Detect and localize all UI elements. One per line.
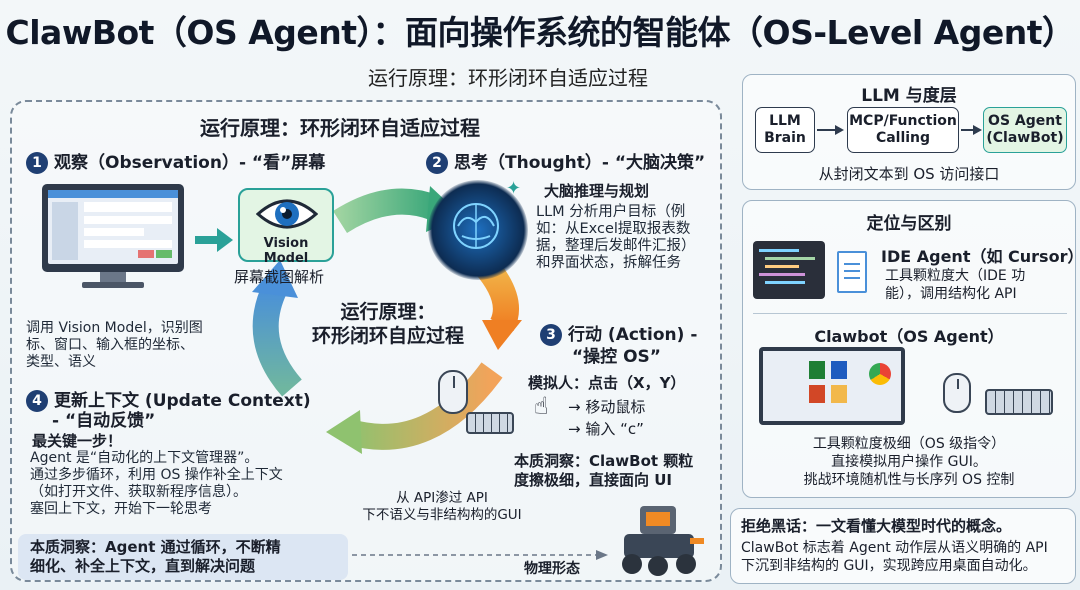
- llm-panel-caption: 从封闭文本到 OS 访问接口: [743, 163, 1075, 184]
- step2-title: 2 思考（Thought）- “大脑决策”: [426, 148, 705, 174]
- os-agent-line: (ClawBot): [986, 130, 1063, 147]
- llm-panel-title: LLM 与度层: [743, 81, 1075, 106]
- jargon-description: ClawBot 标志着 Agent 动作层从语义明确的 API 下沉到非结构的 …: [741, 539, 1048, 575]
- step4-desc-line: Agent 是“自动化的上下文管理器”。: [30, 450, 283, 467]
- api-note-line: 从 API渗过 API: [362, 490, 522, 507]
- insight-box: 本质洞察：Agent 通过循环，不断精 细化、补全上下文，直到解决问题: [18, 534, 348, 580]
- mcp-line: MCP/Function: [849, 113, 957, 130]
- api-note-line: 下不语义与非结构构的GUI: [362, 507, 522, 524]
- step2-desc-line: 和界面状态，拆解任务: [536, 255, 696, 272]
- page-title: ClawBot（OS Agent）：面向操作系统的智能体（OS-Level Ag…: [0, 6, 1080, 54]
- ide-agent-title: IDE Agent（如 Cursor）: [881, 243, 1080, 267]
- cycle-frame-title: 运行原理：环形闭环自适应过程: [200, 112, 480, 141]
- center-title-line1: 运行原理：: [308, 300, 468, 324]
- step3-number: 3: [540, 324, 562, 346]
- ide-agent-description: 工具颗粒度大（IDE 功 能），调用结构化 API: [885, 267, 1025, 303]
- os-agent-box: OS Agent(ClawBot): [983, 107, 1067, 153]
- center-title-line2: 环形闭环自应过程: [308, 324, 468, 348]
- llm-brain-line: Brain: [764, 130, 806, 147]
- clawbot-description: 工具颗粒度极细（OS 级指令） 直接模拟用户操作 GUI。 挑战环境随机性与长序…: [743, 435, 1075, 489]
- step2-number: 2: [426, 152, 448, 174]
- jargon-desc-line: 下沉到非结构的 GUI，实现跨应用桌面自动化。: [741, 557, 1048, 575]
- keyboard-icon: [985, 389, 1053, 415]
- position-panel-title: 定位与区别: [743, 209, 1075, 234]
- step3-move: → 移动鼠标: [568, 396, 645, 417]
- step1-caption: 屏幕截图解析: [234, 266, 324, 287]
- page-subtitle: 运行原理：环形闭环自适应过程: [368, 62, 648, 91]
- claw-desc-line: 挑战环境随机性与长序列 OS 控制: [743, 471, 1075, 489]
- step3-simulate: 模拟人：点击（X，Y）: [528, 372, 685, 393]
- mcp-line: Calling: [849, 130, 957, 147]
- keyboard-icon: [466, 412, 514, 434]
- vision-model-label: Vision Model: [240, 236, 332, 266]
- step1-number: 1: [26, 152, 48, 174]
- vision-model-box: Vision Model: [238, 188, 334, 262]
- arrow-observe-to-think: [340, 202, 435, 222]
- mouse-icon: [943, 373, 971, 413]
- step4-key: 最关键一步！: [32, 430, 122, 451]
- step3-insight: 本质洞察：ClawBot 颗粒 度擦极细，直接面向 UI: [514, 452, 693, 490]
- step2-description: LLM 分析用户目标（例 如：从Excel提取报表数 据，整理后发邮件汇报） 和…: [536, 204, 696, 272]
- step3-title-line2: “操控 OS”: [572, 342, 661, 367]
- monitor-icon: [38, 182, 188, 290]
- desktop-apps-icon: [759, 347, 905, 425]
- panel-divider: [753, 313, 1067, 314]
- step2-desc-line: 据，整理后发邮件汇报）: [536, 238, 696, 255]
- document-icon: [837, 251, 867, 293]
- hand-pointer-icon: ☝: [534, 392, 549, 420]
- arrow-to-vision: [195, 228, 235, 252]
- step2-desc-line: LLM 分析用户目标（例: [536, 204, 696, 221]
- api-note: 从 API渗过 API 下不语义与非结构构的GUI: [362, 490, 522, 524]
- step2-title-text: 思考（Thought）- “大脑决策”: [454, 153, 705, 173]
- step2-desc-line: 如：从Excel提取报表数: [536, 221, 696, 238]
- sparkle-icon: ✦: [506, 178, 521, 199]
- step1-desc-line: 类型、语义: [26, 354, 203, 371]
- jargon-title: 拒绝黑话：一文看懂大模型时代的概念。: [741, 515, 1011, 536]
- step3-type: → 输入 “c”: [568, 418, 644, 439]
- step1-description: 调用 Vision Model，识别图 标、窗口、输入框的坐标、 类型、语义: [26, 320, 203, 371]
- step3-insight-line: 度擦极细，直接面向 UI: [514, 471, 693, 490]
- step1-desc-line: 标、窗口、输入框的坐标、: [26, 337, 203, 354]
- step4-title-line2: - “自动反馈”: [52, 406, 155, 431]
- code-editor-icon: [753, 241, 825, 299]
- step4-number: 4: [26, 390, 48, 412]
- robot-icon: [610, 500, 710, 580]
- arrow-right-icon: [961, 123, 983, 137]
- step4-description: Agent 是“自动化的上下文管理器”。 通过多步循环，利用 OS 操作补全上下…: [30, 450, 283, 518]
- clawbot-title: Clawbot（OS Agent）: [743, 323, 1075, 347]
- insight-connector-arrow: [352, 548, 610, 562]
- step1-desc-line: 调用 Vision Model，识别图: [26, 320, 203, 337]
- step4-desc-line: （如打开文件、获取新程序信息）。: [30, 484, 283, 501]
- position-panel: 定位与区别 IDE Agent（如 Cursor） 工具颗粒度大（IDE 功 能…: [742, 200, 1076, 498]
- jargon-desc-line: ClawBot 标志着 Agent 动作层从语义明确的 API: [741, 539, 1048, 557]
- jargon-panel: 拒绝黑话：一文看懂大模型时代的概念。 ClawBot 标志着 Agent 动作层…: [730, 508, 1076, 584]
- eye-icon: [256, 194, 318, 234]
- cycle-center-title: 运行原理： 环形闭环自应过程: [308, 300, 468, 348]
- insight-line: 细化、补全上下文，直到解决问题: [30, 557, 336, 576]
- mouse-icon: [438, 370, 468, 414]
- step3-insight-line: 本质洞察：ClawBot 颗粒: [514, 452, 693, 471]
- step1-title: 1 观察（Observation）- “看”屏幕: [26, 148, 325, 174]
- ide-desc-line: 能），调用结构化 API: [885, 285, 1025, 303]
- step1-title-text: 观察（Observation）- “看”屏幕: [54, 153, 325, 173]
- step4-desc-line: 通过多步循环，利用 OS 操作补全上下文: [30, 467, 283, 484]
- arrow-update-to-observe: [266, 288, 292, 388]
- arrow-right-icon: [817, 123, 845, 137]
- ide-desc-line: 工具颗粒度大（IDE 功: [885, 267, 1025, 285]
- step2-subtitle: 大脑推理与规划: [544, 180, 649, 201]
- step4-desc-line: 塞回上下文，开始下一轮思考: [30, 501, 283, 518]
- claw-desc-line: 直接模拟用户操作 GUI。: [743, 453, 1075, 471]
- insight-line: 本质洞察：Agent 通过循环，不断精: [30, 538, 336, 557]
- os-agent-line: OS Agent: [986, 113, 1063, 130]
- claw-desc-line: 工具颗粒度极细（OS 级指令）: [743, 435, 1075, 453]
- llm-brain-line: LLM: [764, 113, 806, 130]
